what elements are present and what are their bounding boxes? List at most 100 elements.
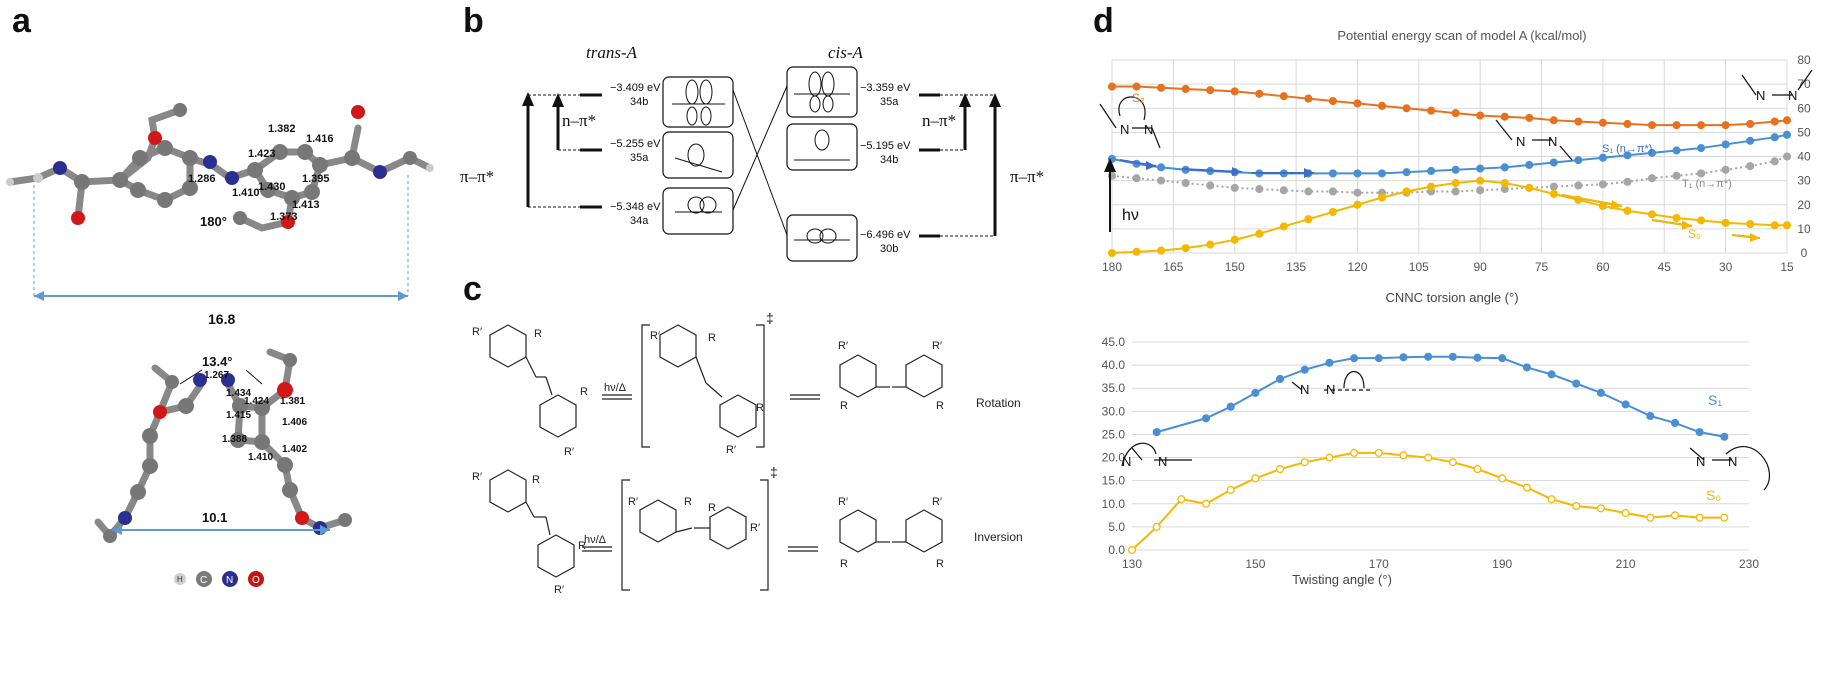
data-point [1448,458,1457,467]
data-point [1782,152,1792,161]
data-point [1549,158,1558,167]
x-tick-label: 15 [1780,260,1794,274]
data-point [1107,82,1117,91]
trans-a-label: trans-A [586,43,638,62]
ts-mark: ‡ [766,310,774,326]
substituent-label: R′ [628,496,638,508]
data-point [1672,146,1681,155]
data-point [1328,207,1337,217]
cis-level-orbital: 34b [880,154,898,166]
data-point [1304,215,1313,224]
data-point [1201,414,1211,423]
data-point [1770,221,1779,230]
inversion-label: Inversion [974,530,1023,544]
data-point [1325,358,1334,367]
data-point [1476,176,1485,185]
data-point [1574,117,1583,126]
data-point [1451,178,1460,188]
data-point [1697,121,1706,130]
n-pi-star-right: n–π* [922,111,956,130]
bond-label: 1.434 [226,388,251,399]
data-point [1427,166,1436,176]
data-point [1157,176,1166,185]
data-point [1177,495,1186,504]
data-point [1325,453,1334,462]
data-point [1746,162,1755,171]
y-tick-label: 45.0 [1102,335,1126,349]
substituent-label: R′ [554,584,564,595]
bond-label: 1.381 [280,396,305,407]
legend-c: C [200,575,207,586]
data-point [1547,370,1556,379]
data-point [1276,465,1285,474]
data-point [1574,181,1583,190]
y-tick-label: 40.0 [1102,358,1126,372]
y-tick-label: 10 [1797,222,1811,236]
data-point [1721,165,1730,174]
cis-level-energy: −3.359 eV [860,82,911,94]
substituent-label: R′ [932,340,942,352]
y-tick-label: 35.0 [1102,381,1126,395]
data-point [1399,353,1408,362]
twist-chart-bottom: 0.05.010.015.020.025.030.035.040.045.0 1… [1102,335,1770,587]
data-point [1596,504,1605,513]
x-tick-label: 75 [1535,260,1549,274]
data-point [1353,200,1362,209]
data-point [1522,363,1531,372]
data-point [1670,418,1680,427]
x-tick-label: 150 [1245,557,1265,571]
panel-c-mechanisms: hν/Δ hν/Δ ‡ ‡ R′ R R′ R R′ R R R′ R′ R′ … [472,310,1023,595]
substituent-label: R′ [932,496,942,508]
y-tick-label: 80 [1797,53,1811,67]
trans-level-orbital: 34b [630,96,648,108]
data-point [1132,82,1141,91]
data-point [1746,220,1755,229]
bond-label: 1.395 [302,173,330,185]
data-point [1255,229,1264,238]
trans-level-energy: −3.409 eV [610,82,661,94]
cis-level-energy: −5.195 eV [860,140,911,152]
y-tick-label: 60 [1797,101,1811,115]
data-point [1451,187,1460,196]
data-point [1206,86,1215,95]
x-tick-label: 90 [1474,260,1488,274]
data-point [1646,513,1655,522]
panel-a-molecules: 1.382 1.416 1.423 1.286 1.430 1.395 1.41… [6,103,434,587]
data-point [1448,352,1457,361]
data-point [1424,453,1433,462]
data-point [1279,222,1288,231]
svg-text:N: N [1326,382,1335,397]
data-point [1374,354,1383,363]
substituent-label: R′ [650,330,660,342]
data-point [1623,119,1632,128]
data-point [1697,144,1706,153]
data-point [1152,428,1161,437]
data-point [1647,174,1657,183]
svg-text:N: N [1120,122,1129,137]
substituent-label: R [840,400,848,412]
data-point [1300,458,1309,467]
panel-b-orbital-diagram: trans-A cis-A n–π* π–π* −3.409 eV 34b −5… [460,43,1044,262]
data-point [1328,187,1337,196]
substituent-label: R [708,502,716,514]
x-tick-label: 190 [1492,557,1512,571]
data-point [1646,411,1655,421]
series-label-s2: S₂ [1132,91,1145,105]
data-point [1427,106,1436,115]
svg-text:N: N [1788,88,1797,103]
data-point [1157,163,1166,172]
y-axis-ticks: 0.05.010.015.020.025.030.035.040.045.0 [1102,335,1126,557]
bond-label: 1.413 [292,199,320,211]
panel-letter-b: b [463,2,484,40]
data-point [1377,101,1387,110]
trans-level-energy: −5.255 eV [610,138,661,150]
data-point [1670,511,1680,520]
bond-label: 1.410 [232,187,260,199]
data-point [1279,92,1288,101]
length-label: 10.1 [202,510,227,525]
bond-label: 1.382 [268,123,296,135]
data-point [1181,84,1190,93]
series-label-t1: T₁ (n→π*) [1682,178,1732,190]
trans-molecule-atoms [6,103,434,229]
